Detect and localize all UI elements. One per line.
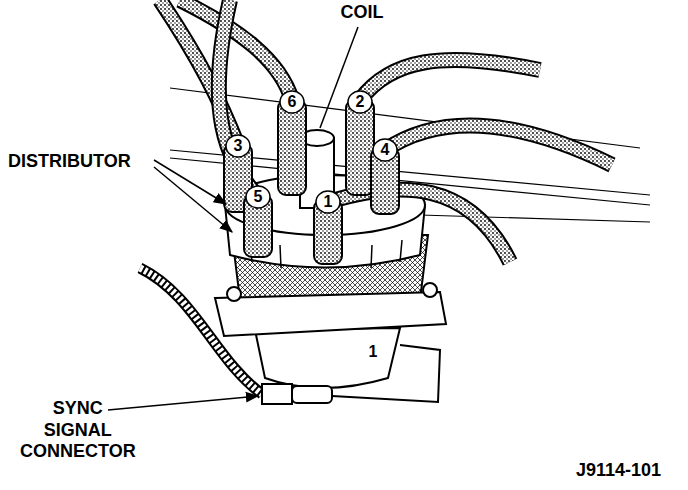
part-label: DISTRIBUTOR — [8, 151, 131, 173]
cap-rib — [280, 245, 281, 268]
plug-wire — [328, 190, 510, 262]
callout-number: 2 — [356, 92, 365, 111]
number-oval — [226, 135, 250, 157]
plug-boot — [278, 100, 306, 195]
sync-connector — [262, 384, 292, 404]
part-label: COIL — [341, 2, 384, 24]
part-label: SYNC SIGNAL CONNECTOR — [20, 398, 136, 463]
cap-rib — [400, 240, 402, 262]
plug-wires — [160, 0, 612, 262]
hold-down-bolt — [423, 283, 437, 297]
callout-number: 3 — [234, 136, 243, 155]
distributor-base — [255, 328, 400, 388]
number-oval — [348, 91, 372, 113]
hold-down-bolt — [227, 287, 241, 301]
engine-edge — [420, 215, 650, 222]
number-oval — [280, 91, 304, 113]
leader-line — [320, 27, 358, 128]
number-oval — [316, 191, 340, 213]
cap-rib — [371, 245, 372, 268]
sync-wire — [332, 345, 440, 402]
number-ovals — [226, 91, 397, 213]
plug-wire — [328, 190, 510, 262]
number-oval — [373, 139, 397, 161]
number-oval — [246, 186, 270, 208]
plug-wire — [360, 60, 540, 100]
figure-id: J9114-101 — [576, 460, 661, 482]
callout-number: 1 — [324, 192, 333, 211]
wiring-harness — [140, 268, 262, 394]
mounting-flange — [215, 292, 446, 336]
plug-wire — [385, 126, 612, 165]
plug-boot — [346, 100, 374, 195]
callout-number: 4 — [381, 140, 390, 159]
leader-lines — [108, 27, 358, 410]
wiring-harness — [140, 268, 262, 394]
plug-wire — [385, 126, 612, 165]
leader-arrow — [108, 396, 258, 410]
housing-mark: 1 — [369, 342, 378, 361]
callout-number: 5 — [254, 187, 263, 206]
callout-number: 6 — [288, 92, 297, 111]
sync-connector — [292, 386, 332, 403]
plug-wire — [360, 60, 540, 100]
leader-arrow — [154, 167, 232, 232]
plug-boots — [224, 100, 399, 264]
